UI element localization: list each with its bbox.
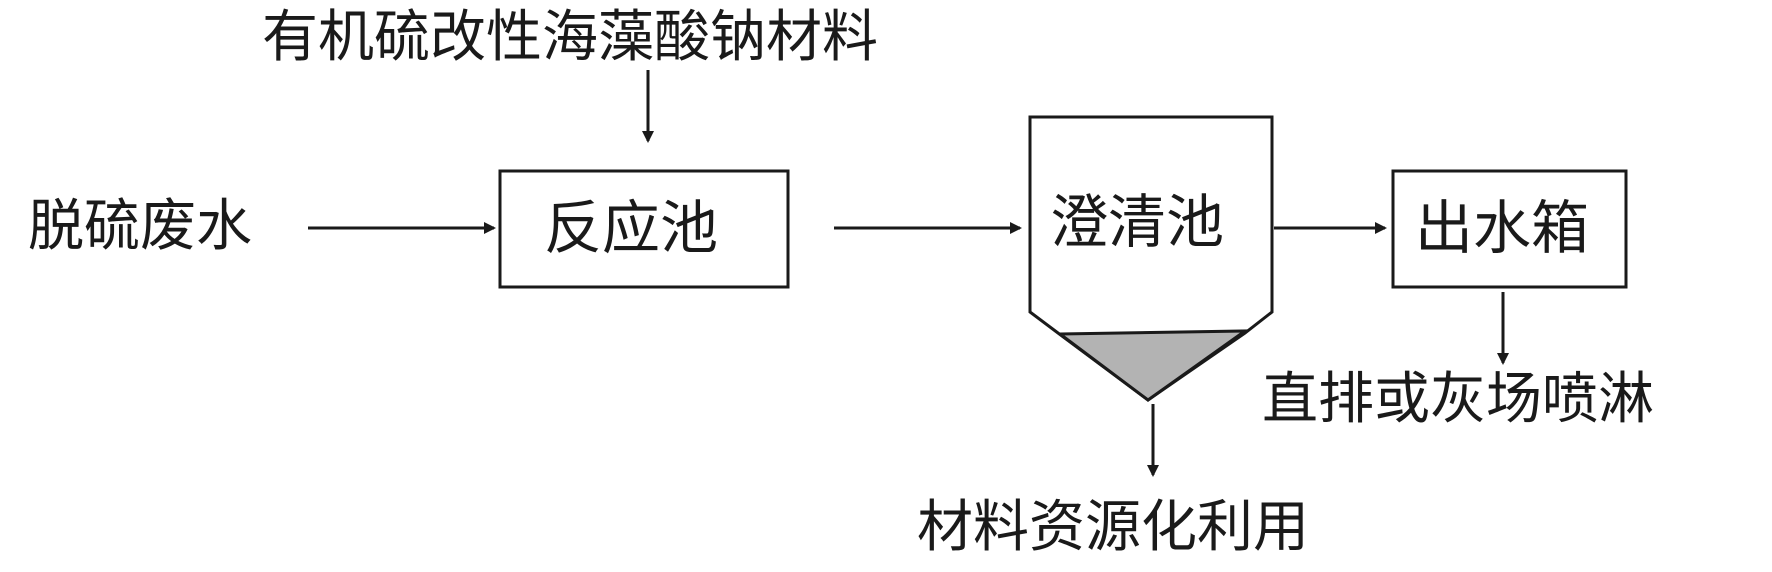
clarifier-sludge xyxy=(1055,329,1250,402)
effluent-tank-box xyxy=(1391,169,1628,289)
discharge-label: 直排或灰场喷淋 xyxy=(1262,367,1654,432)
reaction-tank-box xyxy=(498,169,790,289)
recovery-label: 材料资源化利用 xyxy=(917,495,1309,560)
effluent-tank-label: 出水箱 xyxy=(1415,194,1590,262)
clarifier-label: 澄清池 xyxy=(1050,188,1225,256)
wastewater-label: 脱硫废水 xyxy=(28,194,252,259)
reaction-tank-label: 反应池 xyxy=(544,194,719,262)
reagent-label: 有机硫改性海藻酸钠材料 xyxy=(262,5,878,70)
